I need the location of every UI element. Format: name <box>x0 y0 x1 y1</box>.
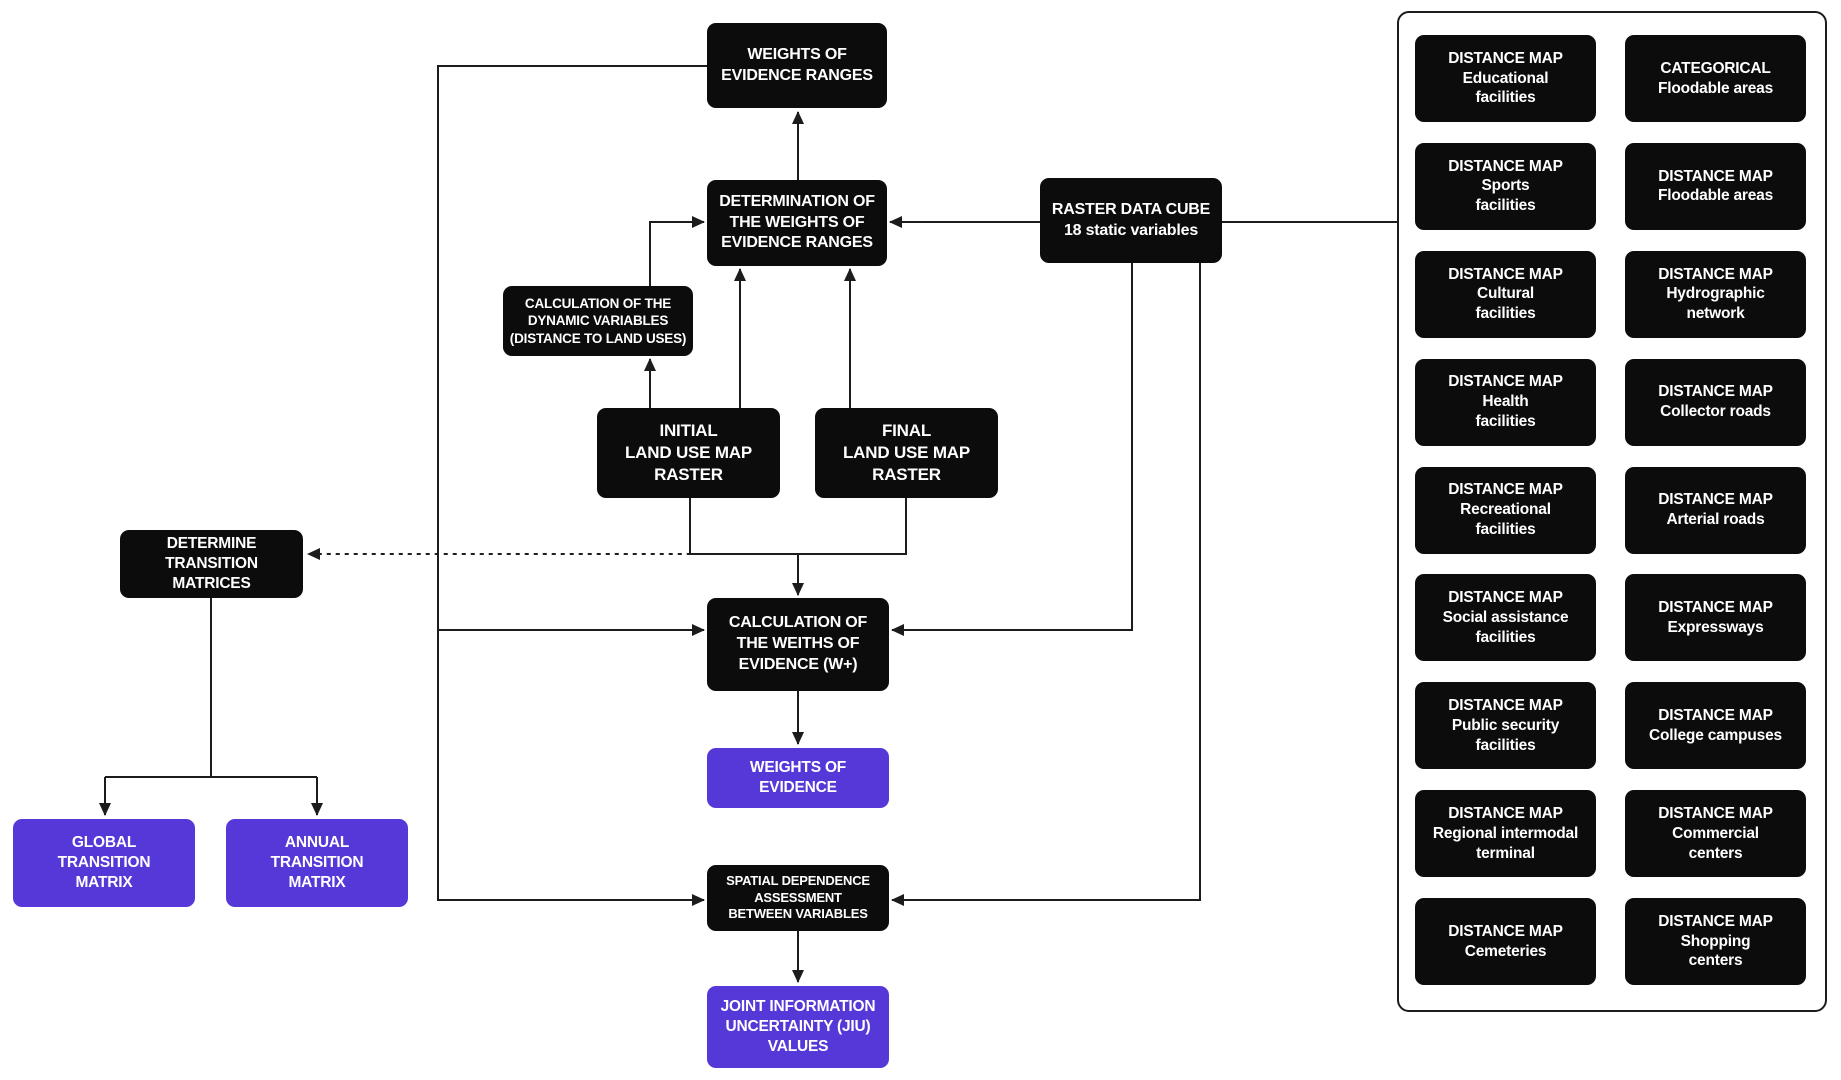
node-label: FINAL LAND USE MAP RASTER <box>843 420 970 485</box>
node-determine-transition-matrices: DETERMINE TRANSITION MATRICES <box>120 530 303 598</box>
node-label: SPATIAL DEPENDENCE ASSESSMENT BETWEEN VA… <box>726 872 870 922</box>
node-label: WEIGHTS OF EVIDENCE RANGES <box>721 45 873 84</box>
node-global-transition-matrix: GLOBAL TRANSITION MATRIX <box>13 819 195 907</box>
node-label: JOINT INFORMATION UNCERTAINTY (JIU) VALU… <box>720 997 876 1056</box>
node-label: ANNUAL TRANSITION MATRIX <box>270 833 364 892</box>
node-spatial-dependence-assessment: SPATIAL DEPENDENCE ASSESSMENT BETWEEN VA… <box>707 865 889 931</box>
panel-row: DISTANCE MAP Public security facilities … <box>1415 682 1806 770</box>
panel-row: DISTANCE MAP Regional intermodal termina… <box>1415 790 1806 878</box>
node-annual-transition-matrix: ANNUAL TRANSITION MATRIX <box>226 819 408 907</box>
panel-box-expressways: DISTANCE MAP Expressways <box>1625 574 1806 662</box>
arrow-cube-to-spatial <box>891 263 1201 906</box>
panel-box-categorical-floodable: CATEGORICAL Floodable areas <box>1625 35 1806 122</box>
node-label: CALCULATION OF THE WEITHS OF EVIDENCE (W… <box>728 614 868 673</box>
node-label: WEIGHTS OF EVIDENCE <box>749 758 847 796</box>
panel-row: DISTANCE MAP Sports facilities DISTANCE … <box>1415 142 1806 230</box>
panel-row: DISTANCE MAP Cultural facilities DISTANC… <box>1415 250 1806 338</box>
node-weights-of-evidence-ranges: WEIGHTS OF EVIDENCE RANGES <box>707 23 887 108</box>
panel-box-arterial-roads: DISTANCE MAP Arterial roads <box>1625 466 1806 554</box>
panel-box-recreational-facilities: DISTANCE MAP Recreational facilities <box>1415 466 1596 554</box>
panel-box-regional-intermodal: DISTANCE MAP Regional intermodal termina… <box>1415 790 1596 878</box>
node-weights-of-evidence: WEIGHTS OF EVIDENCE <box>707 748 889 808</box>
panel-box-college-campuses: DISTANCE MAP College campuses <box>1625 682 1806 770</box>
panel-row: DISTANCE MAP Recreational facilities DIS… <box>1415 466 1806 554</box>
node-calculation-weights-evidence: CALCULATION OF THE WEITHS OF EVIDENCE (W… <box>707 598 889 691</box>
panel-row: DISTANCE MAP Health facilities DISTANCE … <box>1415 358 1806 446</box>
line-initial-final-merge <box>689 498 907 555</box>
panel-box-hydrographic-network: DISTANCE MAP Hydrographic network <box>1625 250 1806 338</box>
node-jiu-values: JOINT INFORMATION UNCERTAINTY (JIU) VALU… <box>707 986 889 1068</box>
node-label: DETERMINATION OF THE WEIGHTS OF EVIDENCE… <box>719 192 875 252</box>
arrow-cube-to-calcweiths <box>891 263 1133 636</box>
node-label: INITIAL LAND USE MAP RASTER <box>625 420 752 485</box>
panel-box-floodable-areas: DISTANCE MAP Floodable areas <box>1625 142 1806 230</box>
node-label: CALCULATION OF THE DYNAMIC VARIABLES (DI… <box>509 296 687 346</box>
node-final-land-use-map: FINAL LAND USE MAP RASTER <box>815 408 998 498</box>
panel-box-shopping-centers: DISTANCE MAP Shopping centers <box>1625 898 1806 985</box>
static-variables-panel: DISTANCE MAP Educational facilities CATE… <box>1397 11 1827 1012</box>
panel-box-cultural-facilities: DISTANCE MAP Cultural facilities <box>1415 250 1596 338</box>
node-determination-of-ranges: DETERMINATION OF THE WEIGHTS OF EVIDENCE… <box>707 180 887 266</box>
arrow-dynamic-to-determination <box>649 216 705 286</box>
panel-box-educational-facilities: DISTANCE MAP Educational facilities <box>1415 35 1596 122</box>
node-calculation-dynamic-variables: CALCULATION OF THE DYNAMIC VARIABLES (DI… <box>503 286 693 356</box>
panel-box-cemeteries: DISTANCE MAP Cemeteries <box>1415 898 1596 985</box>
panel-box-sports-facilities: DISTANCE MAP Sports facilities <box>1415 142 1596 230</box>
panel-box-health-facilities: DISTANCE MAP Health facilities <box>1415 358 1596 446</box>
node-initial-land-use-map: INITIAL LAND USE MAP RASTER <box>597 408 780 498</box>
line-matrices-stem <box>105 598 317 778</box>
node-raster-data-cube: RASTER DATA CUBE 18 static variables <box>1040 178 1222 263</box>
panel-row: DISTANCE MAP Social assistance facilitie… <box>1415 574 1806 662</box>
panel-row: DISTANCE MAP Educational facilities CATE… <box>1415 35 1806 122</box>
panel-box-collector-roads: DISTANCE MAP Collector roads <box>1625 358 1806 446</box>
panel-row: DISTANCE MAP Cemeteries DISTANCE MAP Sho… <box>1415 898 1806 985</box>
panel-box-social-assistance: DISTANCE MAP Social assistance facilitie… <box>1415 574 1596 662</box>
node-label: GLOBAL TRANSITION MATRIX <box>57 833 151 892</box>
arrow-ranges-rail-to-spatial <box>437 65 707 906</box>
panel-box-commercial-centers: DISTANCE MAP Commercial centers <box>1625 790 1806 878</box>
panel-box-public-security: DISTANCE MAP Public security facilities <box>1415 682 1596 770</box>
node-label: RASTER DATA CUBE 18 static variables <box>1051 200 1211 239</box>
node-label: DETERMINE TRANSITION MATRICES <box>165 534 258 593</box>
